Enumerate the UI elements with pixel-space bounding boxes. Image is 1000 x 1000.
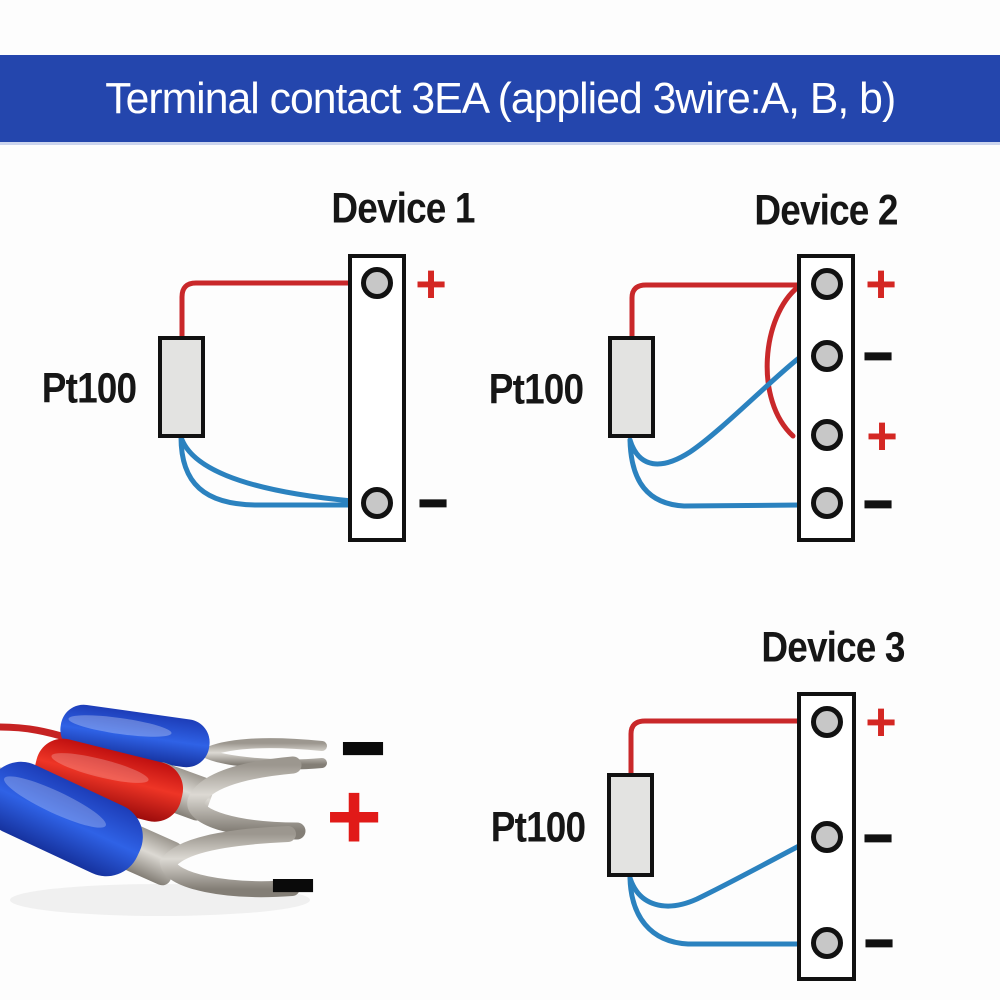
device3-blue-wire-diagonal xyxy=(627,843,802,909)
device2-blue-wire-lower xyxy=(627,437,803,509)
device1-title: Device 1 xyxy=(331,184,475,233)
device1-red-wire xyxy=(179,280,355,343)
device1-terminal-1 xyxy=(361,267,393,299)
device1-terminal-1-sign: + xyxy=(415,254,447,314)
device2-terminal-4 xyxy=(811,487,843,519)
device3-terminal-2 xyxy=(811,821,843,853)
device2-terminal-1-sign: + xyxy=(865,254,897,314)
device3-pt100-sensor xyxy=(607,773,654,877)
fork-terminals-photo xyxy=(0,704,327,916)
device3-title: Device 3 xyxy=(761,623,905,672)
banner-title: Terminal contact 3EA (applied 3wire:A, B… xyxy=(104,73,896,123)
photo-plus-label: + xyxy=(325,763,383,870)
device3-blue-wire-lower xyxy=(627,875,803,947)
middle-fork-icon xyxy=(187,756,306,840)
device3-terminal-3-sign: − xyxy=(863,902,895,984)
device2-terminal-2 xyxy=(811,340,843,372)
device1-pt100-sensor xyxy=(158,336,205,438)
device3-pt100-label: Pt100 xyxy=(490,803,586,852)
bottom-fork-icon xyxy=(159,826,300,898)
device3-terminal-2-sign: − xyxy=(862,797,894,879)
device1-pt100-label: Pt100 xyxy=(41,364,137,413)
device1-blue-wire-lower xyxy=(178,434,355,508)
device3-terminal-1-sign: + xyxy=(865,692,897,752)
device3-red-wire xyxy=(628,718,803,778)
device2-pt100-sensor xyxy=(608,336,655,438)
device1-blue-wire-upper xyxy=(178,434,355,504)
device3-terminal-3 xyxy=(811,927,843,959)
device1-terminal-2-sign: − xyxy=(417,462,449,544)
device2-blue-wire-diagonal xyxy=(627,355,802,467)
device2-terminal-4-sign: − xyxy=(862,463,894,545)
top-sleeve-highlight xyxy=(68,715,172,737)
photo-red-wire xyxy=(0,723,72,742)
bottom-blue-sleeve xyxy=(0,761,143,877)
device1-terminal-2 xyxy=(361,487,393,519)
photo-minus-top-label: − xyxy=(339,680,387,814)
middle-sleeve-highlight xyxy=(51,753,149,783)
device2-terminal-3 xyxy=(811,419,843,451)
photo-minus-bottom-label: − xyxy=(269,817,317,951)
device3-terminal-1 xyxy=(811,706,843,738)
bottom-sleeve-highlight xyxy=(4,776,106,828)
device2-red-jumper-arc xyxy=(764,284,801,439)
device2-terminal-2-sign: − xyxy=(862,315,894,397)
banner: Terminal contact 3EA (applied 3wire:A, B… xyxy=(0,55,1000,145)
device2-title: Device 2 xyxy=(754,186,898,235)
device2-red-wire xyxy=(629,282,803,340)
device2-terminal-1 xyxy=(811,268,843,300)
device2-terminal-3-sign: + xyxy=(866,406,898,466)
device2-pt100-label: Pt100 xyxy=(488,365,584,414)
